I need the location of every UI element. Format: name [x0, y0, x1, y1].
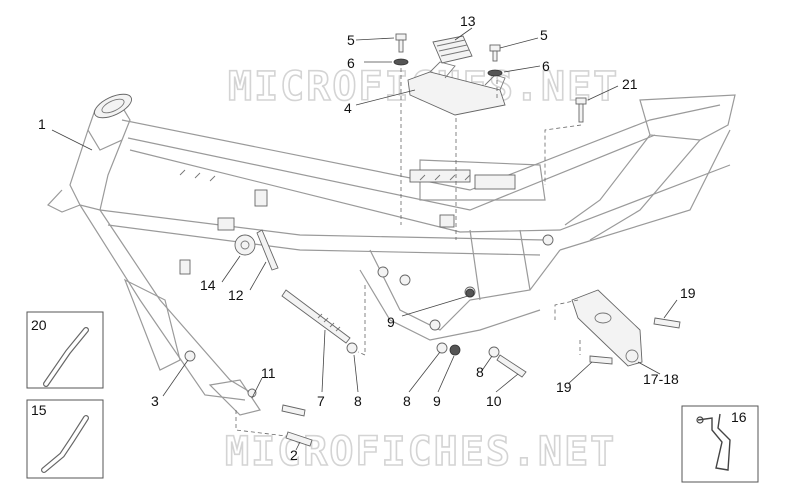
- callout-14: 14: [200, 277, 216, 293]
- callout-6-right: 6: [542, 58, 550, 74]
- callout-20: 20: [31, 317, 47, 333]
- loose-parts: [256, 33, 681, 447]
- motorcycle-frame: [47, 93, 736, 416]
- callout-15: 15: [31, 402, 47, 418]
- callout-11: 11: [261, 365, 276, 381]
- callout-17-18: 17-18: [643, 371, 679, 387]
- callout-8-right: 8: [476, 364, 484, 380]
- inset-box-16: [681, 405, 759, 483]
- callout-4: 4: [344, 100, 352, 116]
- inset-box-20: [26, 311, 104, 389]
- callout-5-right: 5: [540, 27, 548, 43]
- leader-lines: [51, 27, 678, 451]
- callout-10: 10: [486, 393, 502, 409]
- callout-19-left: 19: [556, 379, 572, 395]
- callout-labels: 1 2 3 4 5 5 6 6 7 8 8 8 9 9 10 11 12 13 …: [31, 13, 747, 463]
- callout-21: 21: [622, 76, 638, 92]
- callout-13: 13: [460, 13, 476, 29]
- callout-3: 3: [151, 393, 159, 409]
- callout-16: 16: [731, 409, 747, 425]
- callout-8-left: 8: [354, 393, 362, 409]
- inset-box-15: [26, 399, 104, 479]
- callout-8-middle: 8: [403, 393, 411, 409]
- callout-1: 1: [38, 116, 46, 132]
- callout-5-left: 5: [347, 32, 355, 48]
- callout-7: 7: [317, 393, 325, 409]
- callout-9-lower: 9: [433, 393, 441, 409]
- callout-2: 2: [290, 447, 298, 463]
- callout-19-right: 19: [680, 285, 696, 301]
- watermark-bottom: MICROFICHES.NET: [225, 429, 616, 475]
- assembly-lines: [235, 68, 582, 437]
- callout-12: 12: [228, 287, 244, 303]
- callout-6-left: 6: [347, 55, 355, 71]
- callout-9-upper: 9: [387, 314, 395, 330]
